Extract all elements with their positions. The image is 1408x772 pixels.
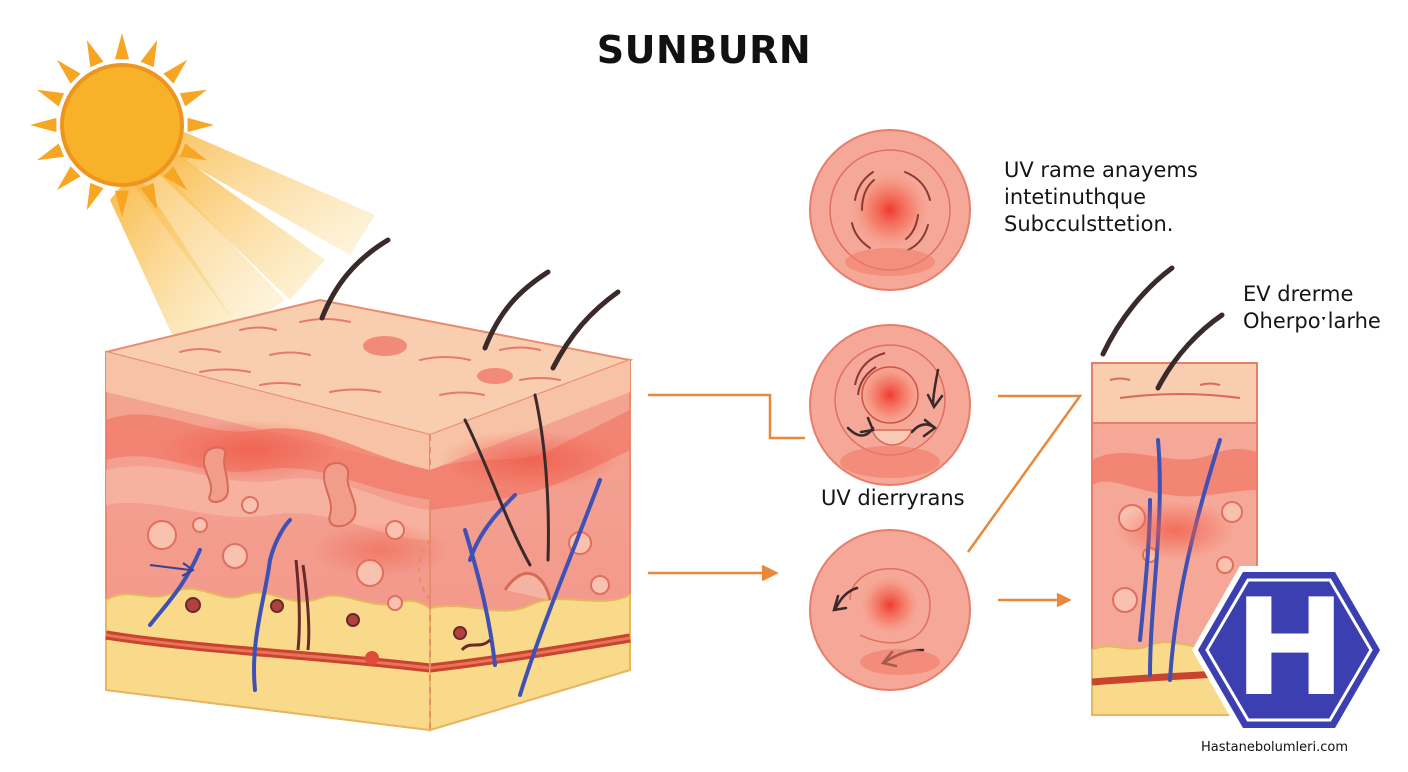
sun-ray-spike [86,40,104,68]
brand-site[interactable]: Hastanebolumleri.com [1201,740,1348,755]
sun-ray-spike [179,89,207,107]
stage-circle-2 [809,324,971,486]
skin-cross-section [105,237,634,732]
sun-ray-spike [163,59,188,84]
sun-ray-spike [163,166,188,191]
label-top-right-line-1: UV rame anayems [1004,158,1198,182]
sun-ray-spike [37,89,65,107]
sun-ray-spike [187,117,214,133]
sun-ray-spike [140,40,158,68]
sun-rays [110,130,375,352]
stage-circle-1 [809,129,971,291]
sun-ray-spike [86,182,104,210]
sun-ray-spike [179,143,207,161]
page-title: SUNBURN [596,28,812,72]
sun-ray-spike [56,59,81,84]
logo-letter: H [1233,570,1347,726]
label-middle: UV dierryrans [821,486,965,510]
sun-ray-spike [56,166,81,191]
sun-ray-spike [140,182,158,210]
label-top-right: UV rame anayems intetinuthque Subcculstt… [1004,157,1198,238]
label-top-right-line-3: Subcculsttetion. [1004,212,1174,236]
label-right-line-1: EV drerme [1243,282,1354,306]
hexagon-h-logo [1192,566,1386,734]
stage-circle-3 [809,529,971,691]
sun-ray-spike [37,143,65,161]
sun-icon [30,33,214,217]
label-right: EV drerme Oherpoˑlarhe [1243,281,1381,335]
sun-ray-spike [114,33,130,60]
connectors [648,393,1083,608]
label-right-line-2: Oherpoˑlarhe [1243,309,1381,333]
sun-ray-spike [30,117,57,133]
label-top-right-line-2: intetinuthque [1004,185,1147,209]
sun-ray-spike [114,190,130,217]
